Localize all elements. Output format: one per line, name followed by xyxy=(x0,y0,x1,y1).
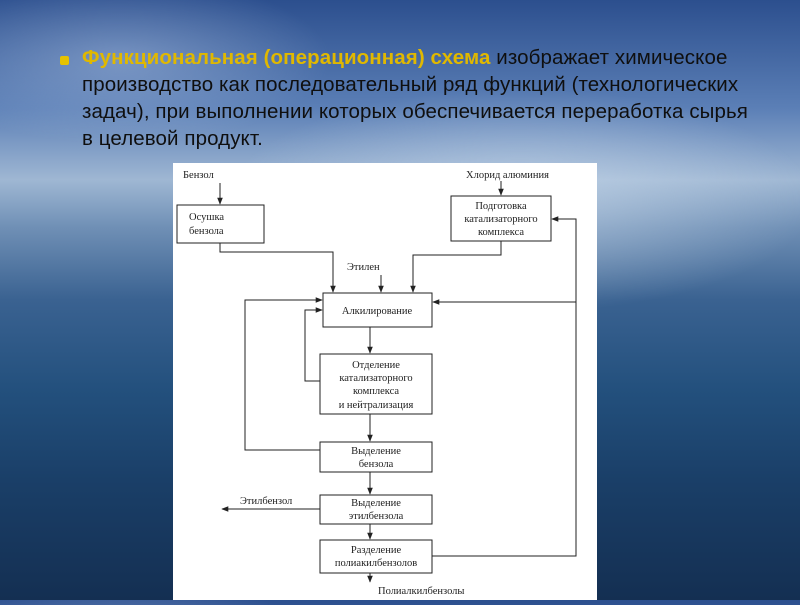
box-catalyst-separation: Отделение катализаторного комплекса и не… xyxy=(319,353,433,415)
box-benzene-separation: Выделение бензола xyxy=(319,441,433,473)
box-drying-line2: бензола xyxy=(189,226,224,237)
label-aluminum-chloride: Хлорид алюминия xyxy=(466,170,549,181)
arrow-drying-to-alkylation xyxy=(219,243,336,293)
box-ethylbenzene-sep-line2: этилбензола xyxy=(349,511,404,522)
box-alkylation: Алкилирование xyxy=(322,292,433,328)
arrow-poly-recycle xyxy=(432,299,577,557)
box-catalyst-prep-line1: Подготовка xyxy=(475,201,527,212)
box-poly-sep-line1: Разделение xyxy=(351,545,402,556)
box-catalyst-prep-line2: катализаторного xyxy=(464,214,537,225)
arrow-catalyst-recycle xyxy=(304,307,323,382)
box-drying: Осушка бензола xyxy=(176,204,265,244)
box-catalyst-sep-line3: комплекса xyxy=(353,386,399,397)
diagram-svg: Бензол Хлорид алюминия Этилен Этилбензол… xyxy=(176,170,577,597)
bullet-icon xyxy=(60,56,69,65)
box-catalyst-prep: Подготовка катализаторного комплекса xyxy=(450,195,552,242)
box-catalyst-prep-line3: комплекса xyxy=(478,227,524,238)
box-ethylbenzene-sep-line1: Выделение xyxy=(351,498,401,509)
label-ethylbenzene: Этилбензол xyxy=(240,496,292,507)
box-catalyst-sep-line4: и нейтрализация xyxy=(339,400,414,411)
arrow-recycle-to-catalyst-prep xyxy=(551,216,577,302)
box-polyalkylbenzene-separation: Разделение полиакилбензолов xyxy=(319,539,433,574)
box-benzene-sep-line1: Выделение xyxy=(351,446,401,457)
process-diagram: Бензол Хлорид алюминия Этилен Этилбензол… xyxy=(173,163,597,600)
box-poly-sep-line2: полиакилбензолов xyxy=(335,558,417,569)
arrow-catalyst-to-alkylation xyxy=(410,241,502,293)
slide-paragraph: Функциональная (операционная) схема изоб… xyxy=(82,44,760,152)
label-ethylene: Этилен xyxy=(347,262,380,273)
label-benzene: Бензол xyxy=(183,170,214,181)
box-benzene-sep-line2: бензола xyxy=(359,459,394,470)
arrow-benzene-recycle xyxy=(244,297,323,451)
box-catalyst-sep-line2: катализаторного xyxy=(339,373,412,384)
diagram-connectors xyxy=(217,181,577,583)
box-drying-line1: Осушка xyxy=(189,212,224,223)
slide-text: Функциональная (операционная) схема изоб… xyxy=(60,44,760,152)
paragraph-body: изображает химическое производство как п… xyxy=(82,46,749,150)
box-ethylbenzene-separation: Выделение этилбензола xyxy=(319,494,433,525)
box-catalyst-sep-line1: Отделение xyxy=(352,360,400,371)
label-polyalkylbenzenes: Полиалкилбензолы xyxy=(378,586,464,597)
bold-term: Функциональная (операционная) схема xyxy=(82,46,491,69)
box-alkylation-label: Алкилирование xyxy=(342,306,413,317)
